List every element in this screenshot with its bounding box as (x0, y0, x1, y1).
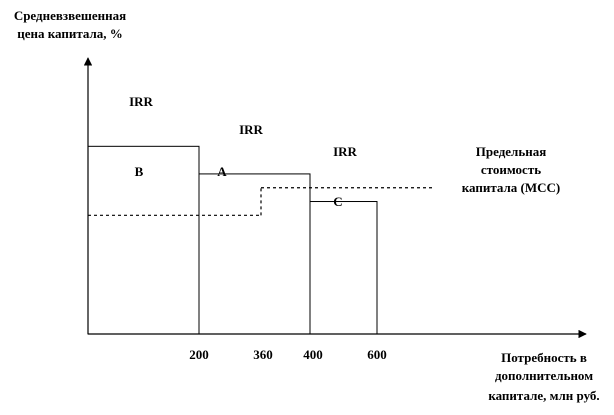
irr-bar-1 (87, 145, 200, 335)
irr-bar-2 (198, 173, 311, 335)
y-axis-title-line-1: Средневзвешенная (14, 8, 126, 23)
region-b: B (135, 164, 144, 179)
x-axis-title-line-3: капитале, млн руб. (488, 388, 599, 403)
irr-label-2: IRR (239, 122, 263, 137)
mcc-label-line-2: стоимость (481, 162, 541, 177)
region-c: C (333, 194, 342, 209)
x-axis-title-line-1: Потребность в (501, 350, 587, 365)
y-axis-title-line-2: цена капитала, % (17, 26, 123, 41)
tick-label-600: 600 (367, 347, 387, 362)
tick-label-360: 360 (253, 347, 273, 362)
x-axis-title-line-2: дополнительном (495, 368, 593, 383)
irr-label-1: IRR (129, 94, 153, 109)
irr-label-3: IRR (333, 144, 357, 159)
mcc-label-line-1: Предельная (476, 144, 546, 159)
irr-bar-3 (309, 201, 378, 335)
region-a: A (217, 164, 227, 179)
tick-label-200: 200 (189, 347, 209, 362)
mcc-label-line-3: капитала (МСС) (462, 180, 561, 195)
tick-label-400: 400 (303, 347, 323, 362)
